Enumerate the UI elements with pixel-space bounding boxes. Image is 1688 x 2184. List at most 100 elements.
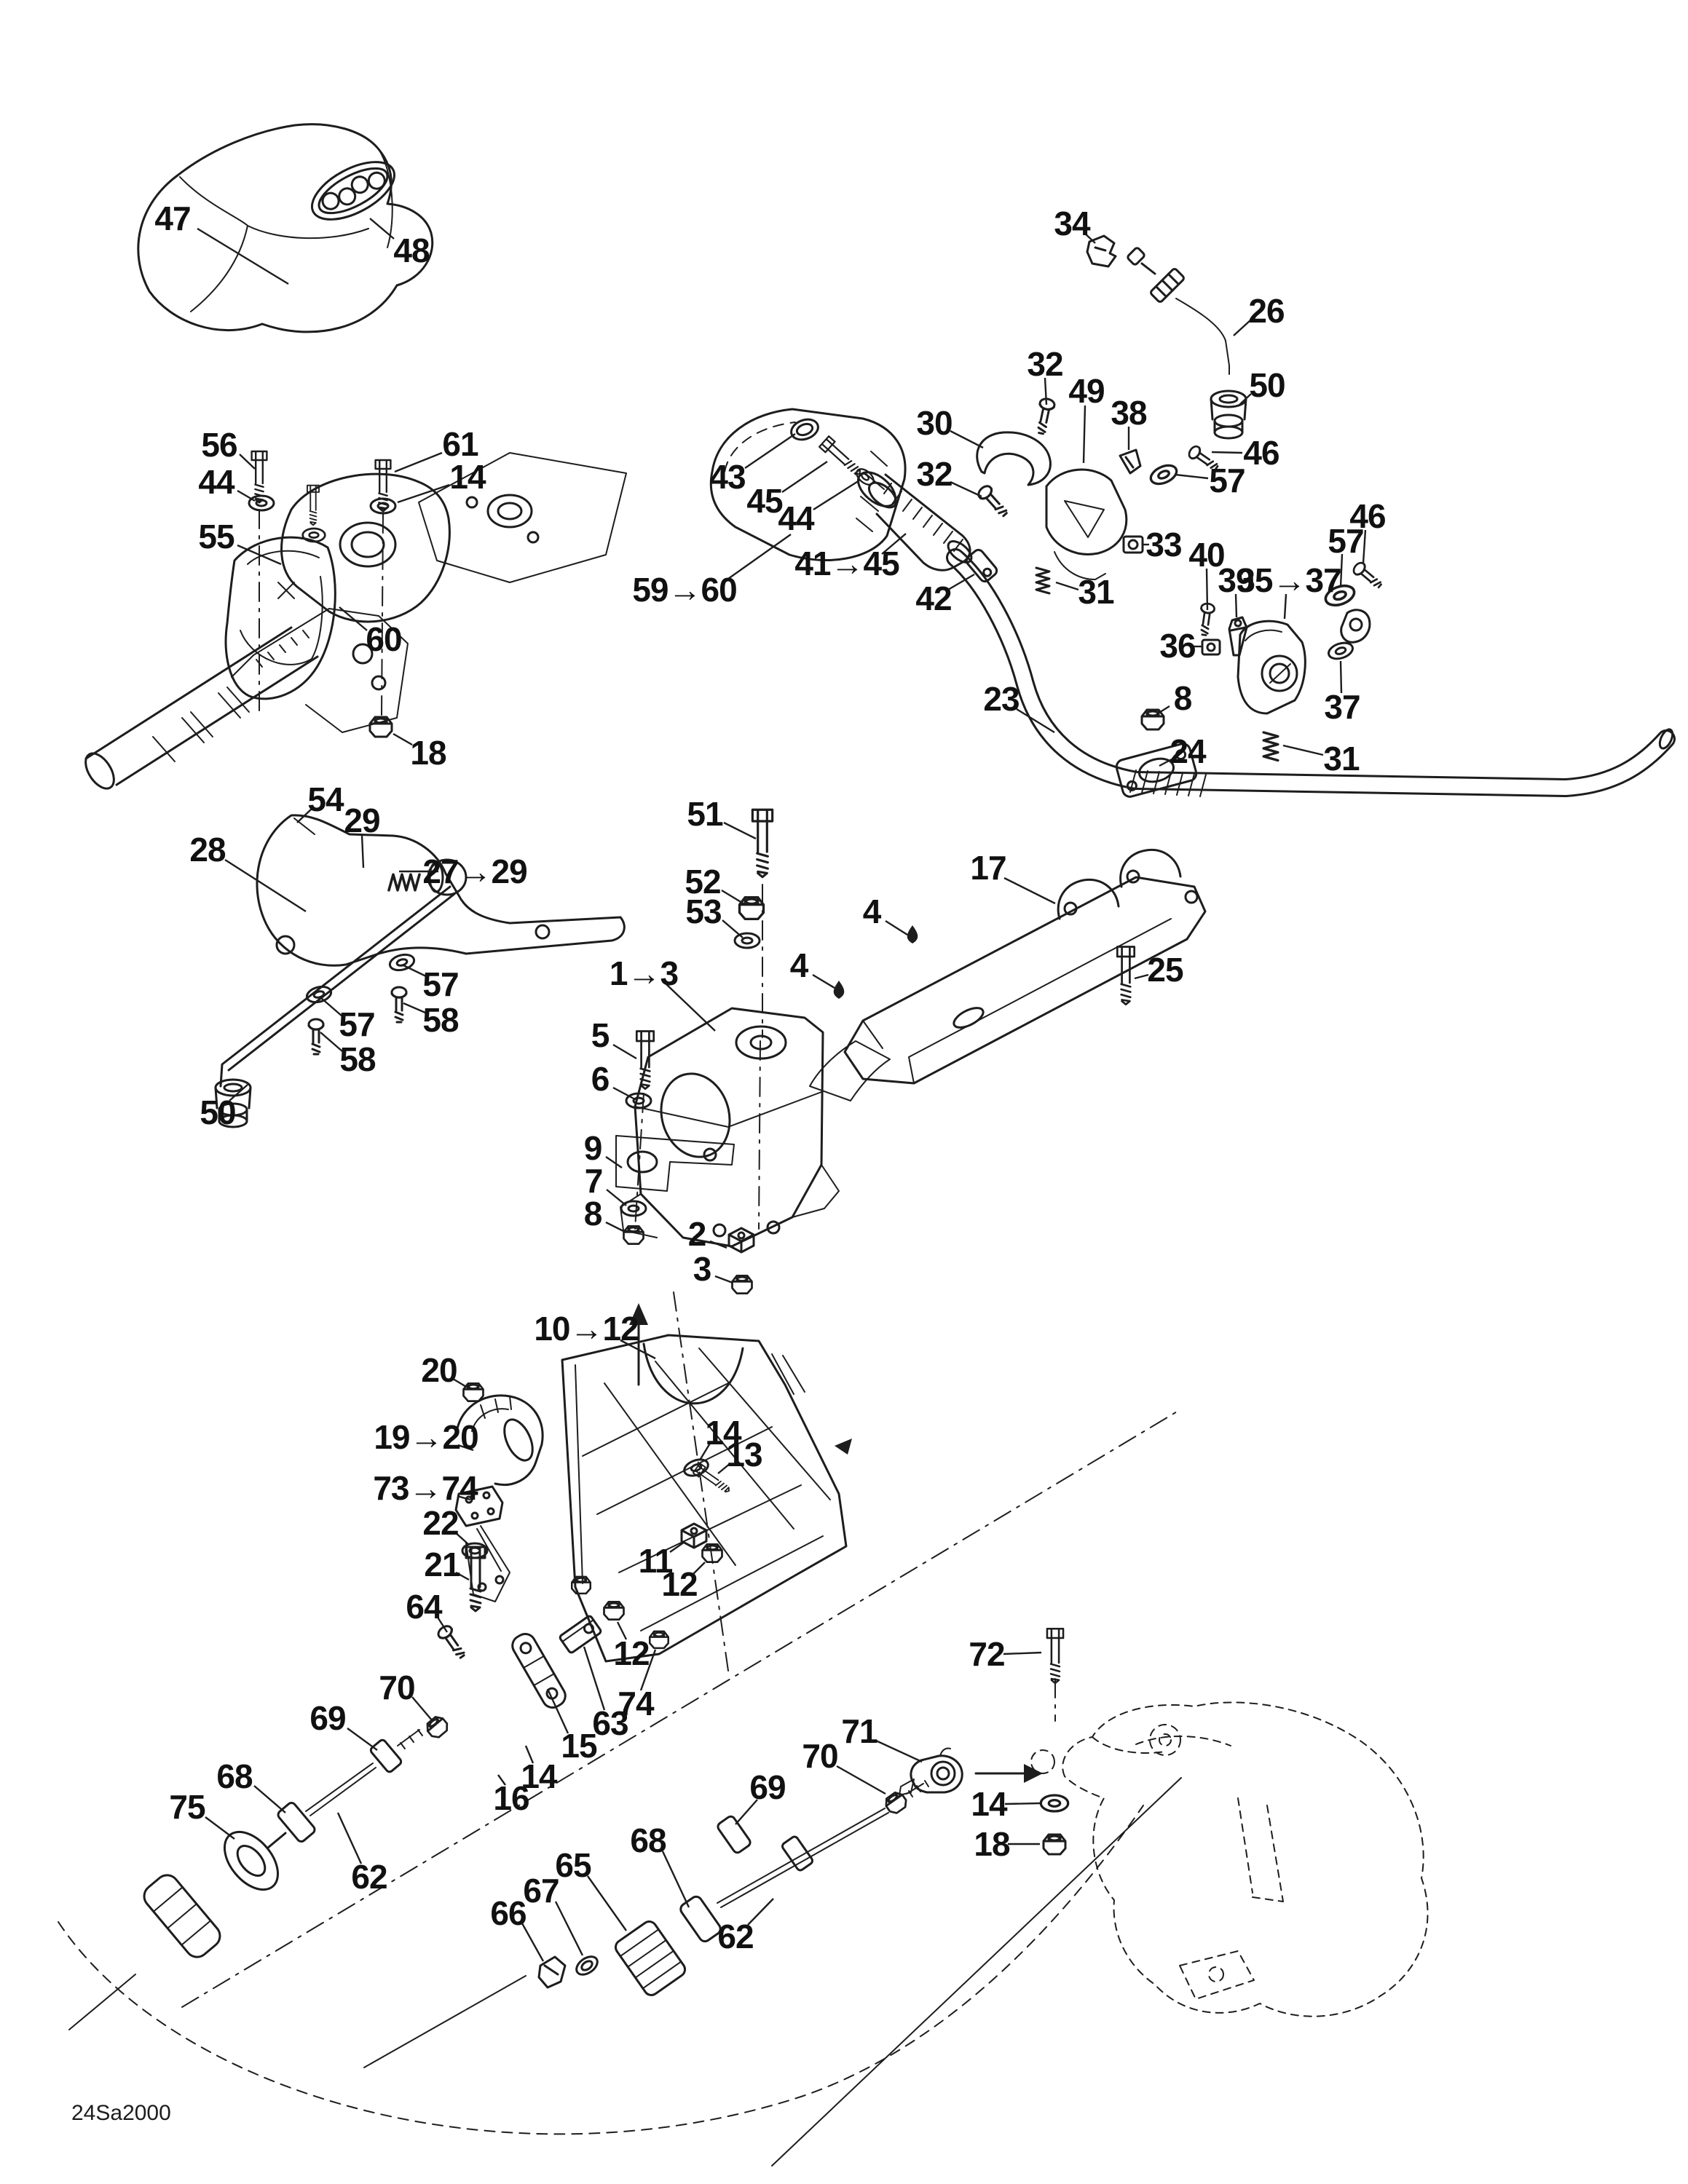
leader-line xyxy=(360,834,365,869)
leader-line xyxy=(452,1377,468,1389)
cable-block-part xyxy=(559,1615,602,1654)
callout-30: 30 xyxy=(916,404,953,442)
leader-line xyxy=(639,1649,657,1691)
leader-line xyxy=(393,732,413,746)
leader-line xyxy=(397,483,450,504)
throttle-cable-part xyxy=(1127,247,1230,375)
leader-line xyxy=(699,1441,712,1460)
leader-line xyxy=(1239,393,1252,405)
callout-46: 46 xyxy=(1349,497,1386,535)
callout-2: 2 xyxy=(687,1215,707,1253)
centerline xyxy=(771,1777,1182,2167)
leader-line xyxy=(224,858,307,913)
callout-4: 4 xyxy=(862,893,882,930)
insert-arrow-icon xyxy=(974,1764,1043,1783)
leader-line xyxy=(735,1799,758,1825)
callout-61: 61 xyxy=(442,425,478,463)
up-arrow-icon xyxy=(629,1303,648,1386)
leader-line xyxy=(237,489,256,502)
switch-housing-part xyxy=(1237,620,1306,715)
leader-line xyxy=(1134,973,1149,980)
callout-58: 58 xyxy=(339,1040,376,1078)
leader-line xyxy=(320,997,343,1017)
leader-line xyxy=(812,973,835,989)
leader-line xyxy=(339,606,368,631)
callout-57: 57 xyxy=(422,965,459,1003)
steering-column-part xyxy=(84,608,409,790)
leader-line xyxy=(1157,705,1170,715)
leader-line xyxy=(714,1275,733,1284)
callout-51: 51 xyxy=(687,795,723,833)
leader-line xyxy=(521,1923,545,1962)
leader-line xyxy=(747,1898,774,1926)
leader-line xyxy=(1362,529,1367,564)
callout-4: 4 xyxy=(789,946,809,984)
callout-16: 16 xyxy=(493,1779,529,1817)
leader-line xyxy=(881,533,907,555)
handlebar-clamp-part xyxy=(456,1394,544,1486)
callout-72: 72 xyxy=(969,1635,1005,1673)
link-plate-part xyxy=(511,1632,567,1709)
callout-56: 56 xyxy=(201,426,237,464)
callout-57: 57 xyxy=(339,1005,375,1043)
callout-12: 12 xyxy=(613,1634,650,1672)
callout-53: 53 xyxy=(685,893,722,930)
callout-57: 57 xyxy=(1328,522,1364,560)
leader-line xyxy=(721,889,746,906)
throttle-spring-clip-part xyxy=(976,431,1052,486)
leader-line xyxy=(1339,553,1344,587)
callout-35→37: 35→37 xyxy=(1237,561,1341,599)
leader-line xyxy=(403,964,427,978)
leader-line xyxy=(411,1696,433,1722)
callout-28: 28 xyxy=(189,831,226,869)
callout-21: 21 xyxy=(424,1546,460,1583)
callout-63: 63 xyxy=(592,1704,628,1742)
callout-41→45: 41→45 xyxy=(794,545,899,582)
callout-14: 14 xyxy=(971,1785,1007,1823)
callout-27→29: 27→29 xyxy=(422,852,527,890)
callout-15: 15 xyxy=(561,1727,597,1765)
leader-line xyxy=(612,1043,637,1060)
steering-rod-part xyxy=(219,885,456,1088)
steering-hub-reference xyxy=(1030,1701,1429,2017)
leader-line xyxy=(296,808,312,823)
callout-66: 66 xyxy=(490,1894,526,1932)
callout-68: 68 xyxy=(216,1757,253,1795)
callout-3: 3 xyxy=(693,1250,712,1288)
callout-33: 33 xyxy=(1145,526,1182,563)
callout-62: 62 xyxy=(351,1858,387,1896)
callout-69: 69 xyxy=(749,1768,786,1806)
leader-line xyxy=(497,1774,506,1786)
hull-outline xyxy=(58,1805,1144,2135)
callout-40: 40 xyxy=(1188,536,1225,574)
leader-line xyxy=(454,1531,470,1546)
leader-line xyxy=(1082,405,1086,464)
leader-line xyxy=(722,919,744,938)
leader-line xyxy=(950,480,982,498)
leader-line xyxy=(1233,320,1251,336)
callout-55: 55 xyxy=(198,518,234,555)
leader-line xyxy=(1004,1802,1041,1805)
leader-line xyxy=(457,1444,474,1452)
callout-14: 14 xyxy=(449,458,486,496)
callout-67: 67 xyxy=(523,1872,559,1910)
leader-line xyxy=(1159,758,1172,767)
callout-68: 68 xyxy=(630,1821,666,1859)
callout-18: 18 xyxy=(410,734,446,772)
callout-73→74: 73→74 xyxy=(373,1469,478,1507)
throttle-housing-part xyxy=(1045,468,1128,580)
callout-32: 32 xyxy=(916,455,953,493)
callout-44: 44 xyxy=(778,499,814,537)
leader-line xyxy=(1003,1651,1042,1655)
leader-line xyxy=(320,1032,343,1052)
callout-65: 65 xyxy=(555,1846,591,1884)
callout-13: 13 xyxy=(726,1436,762,1473)
callout-26: 26 xyxy=(1248,292,1285,330)
leader-line xyxy=(205,1816,235,1840)
leader-line xyxy=(1016,708,1055,734)
leader-line xyxy=(1003,877,1056,905)
